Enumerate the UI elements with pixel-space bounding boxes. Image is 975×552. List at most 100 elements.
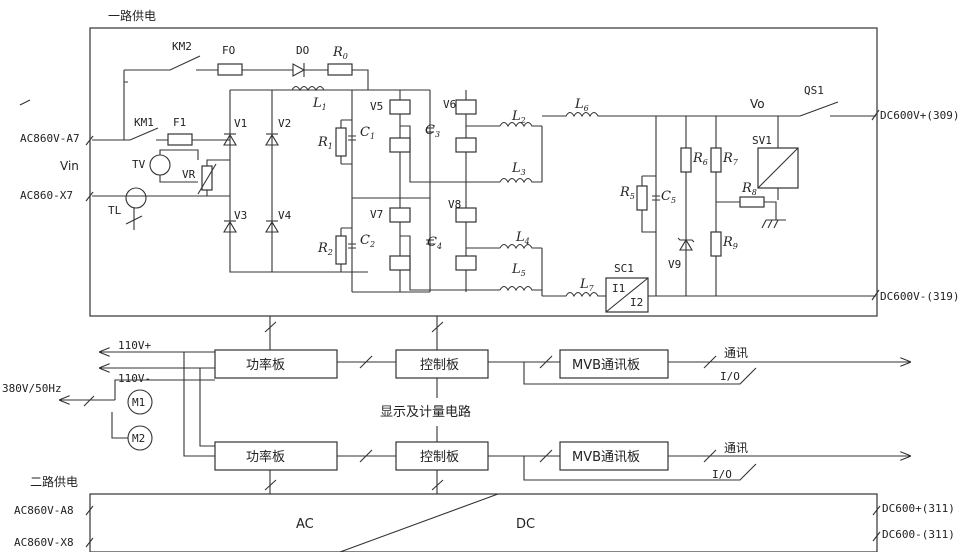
l3-inductor [499,177,542,184]
km2-label: KM2 [172,40,192,53]
supply2-title: 二路供电 [30,474,78,489]
dc-neg-1: DC600V-(319) [880,290,959,303]
power-board-2-label: 功率板 [246,449,285,465]
vr-label: VR [182,168,196,181]
vin-label: Vin [60,159,79,173]
c2-label: C2 [360,233,375,249]
svg-text:AC860-X7: AC860-X7 [20,189,73,202]
c4-label: C4 [427,235,442,251]
supply1-frame [89,27,878,317]
l3-label: L3 [511,161,526,177]
v1-label: V1 [234,117,247,130]
display-circuit-label: 显示及计量电路 [380,404,471,420]
r8-resistor [739,196,765,208]
f0-fuse [217,63,243,76]
v2-diode [265,133,279,146]
terminal-ac-a7: AC860V-A7 [20,132,94,146]
v6-igbt [455,99,477,153]
l6-label: L6 [574,97,589,113]
i1-label: I1 [612,282,625,295]
mvb-board-2-label: MVB通讯板 [572,450,640,465]
km1-label: KM1 [134,116,154,129]
tv-label: TV [132,158,146,171]
control-board-1 [395,349,489,379]
f0-label: FO [222,44,235,57]
r9-resistor [710,231,722,257]
control-board-2-label: 控制板 [420,450,459,465]
r7-label: R7 [722,151,739,167]
i2-label: I2 [630,296,643,309]
v2-label: V2 [278,117,291,130]
m2-label: M2 [132,432,145,445]
terminal-ac-x8: AC860V-X8 [14,536,74,549]
l1-inductor [291,85,325,92]
dc-neg-2: DC600-(311) [882,528,955,541]
v7-igbt [389,207,411,271]
v8-igbt [455,207,477,271]
r6-resistor [680,147,692,173]
terminal-ac-a8: AC860V-A8 [14,504,74,517]
l4-inductor [499,243,542,250]
r5-resistor [636,185,648,211]
v3-label: V3 [234,209,247,222]
terminal-ac-x7: AC860-X7 [20,189,94,202]
d0-diode [292,63,306,77]
r0-label: R0 [332,45,348,61]
v3-diode [223,220,237,233]
v8-label: V8 [448,198,461,211]
l2-inductor [499,121,542,128]
dc-pos-1: DC600V+(309) [880,109,959,122]
v9-zener [677,237,695,251]
supply1-title: 一路供电 [108,8,156,23]
control-board-1-label: 控制板 [420,358,459,373]
m1-motor [127,389,153,415]
r8-label: R8 [741,181,757,197]
sc1-label: SC1 [614,262,634,275]
dc-pos-2: DC600+(311) [882,502,955,515]
c1-label: C1 [360,125,375,141]
v110-minus: 110V- [118,372,151,385]
v6-label: V6 [443,98,456,111]
power-board-1-label: 功率板 [246,357,285,373]
ac-label: AC [296,517,314,532]
r7-resistor [710,147,722,173]
io-2-label: I/O [712,468,732,481]
v4-label: V4 [278,209,292,222]
c3-label: C3 [425,123,440,139]
d0-label: DO [296,44,309,57]
power-board-1 [214,349,338,379]
r6-label: R6 [692,151,708,167]
vo-label: Vo [750,97,765,111]
comm-2-label: 通讯 [724,441,748,455]
m1-label: M1 [132,396,145,409]
v380-label: 380V/50Hz [2,382,62,395]
r0-resistor [327,63,353,76]
l4-label: L4 [515,230,530,246]
v110-plus: 110V+ [118,339,151,352]
l6-inductor [542,111,800,118]
c5-label: C5 [661,189,676,205]
tl-current-sensor [125,187,147,209]
mvb-board-2 [559,441,669,471]
control-board-2 [395,441,489,471]
v9-label: V9 [668,258,681,271]
v1-diode [223,133,237,146]
r2-resistor [335,235,347,265]
comm-1-label: 通讯 [724,346,748,360]
mvb-board-1 [559,349,669,379]
r9-label: R9 [722,235,738,251]
display-circuit [376,398,500,424]
f1-label: F1 [173,116,186,129]
power-board-2 [214,441,338,471]
acdc-converter-box [89,493,878,552]
r5-label: R5 [619,185,635,201]
io-1-label: I/O [720,370,740,383]
l7-inductor [542,291,606,298]
l5-label: L5 [511,262,526,278]
dc-label: DC [516,517,535,532]
tv-transformer [149,154,171,176]
sv1-label: SV1 [752,134,772,147]
v7-label: V7 [370,208,383,221]
l1-label: L1 [312,96,327,112]
